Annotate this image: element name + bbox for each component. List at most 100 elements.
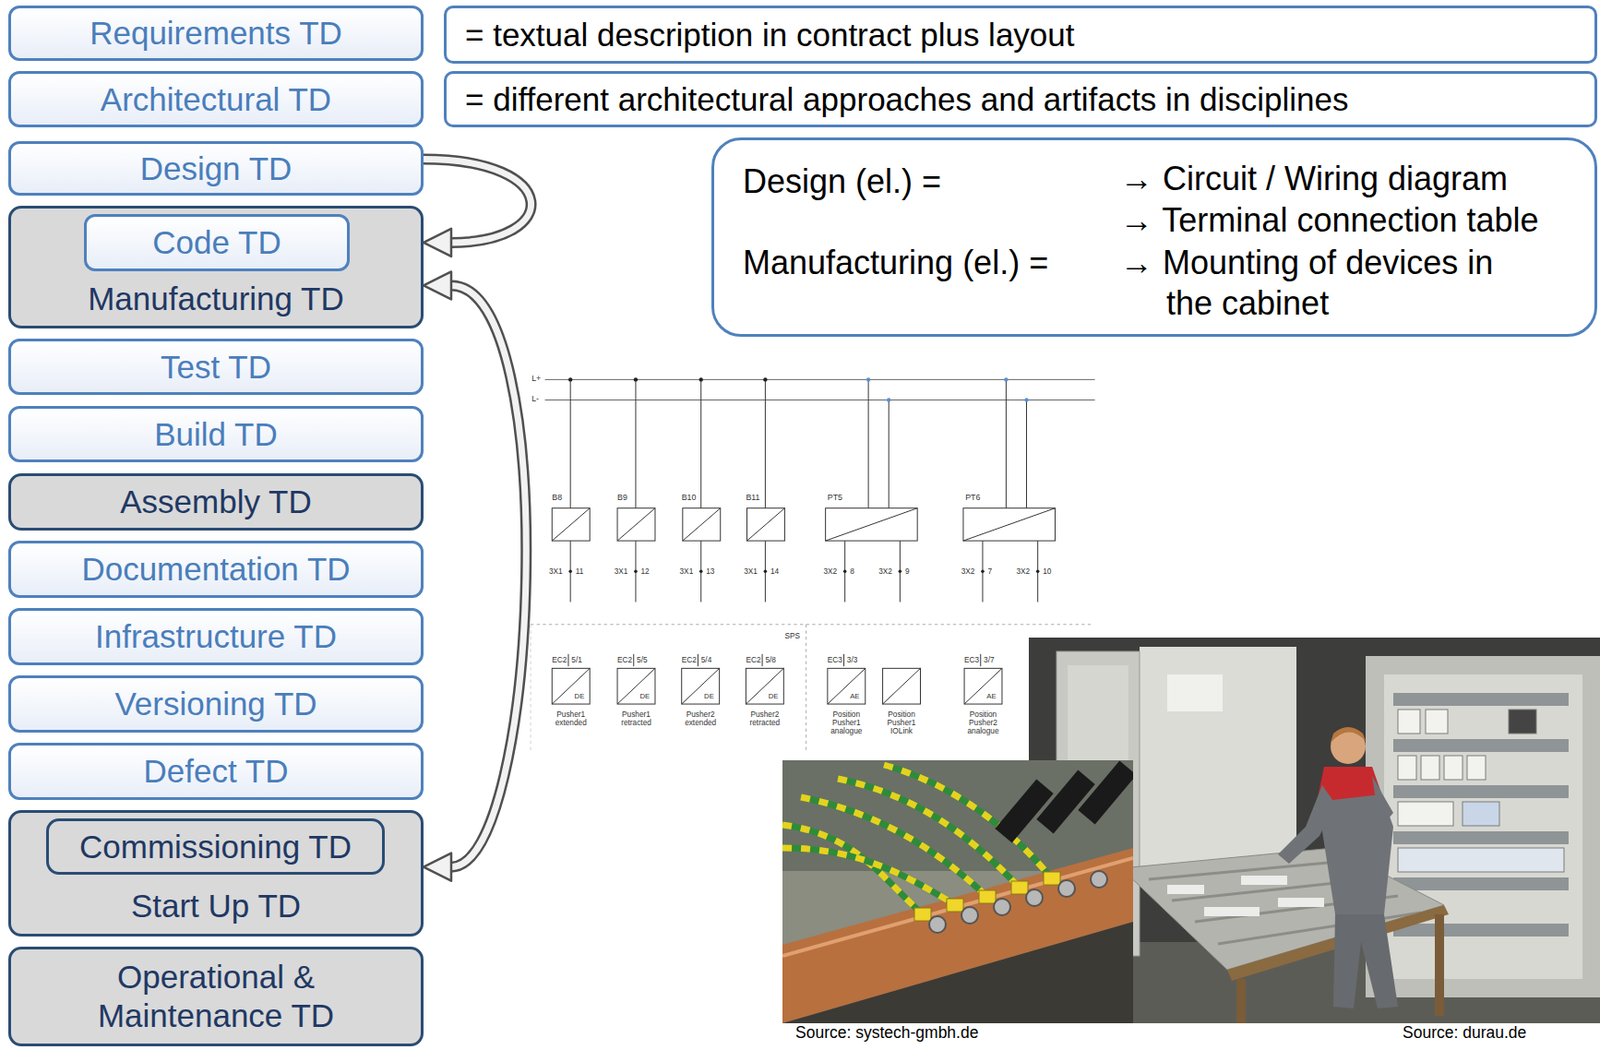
description-band: = different architectural approaches and… <box>443 71 1598 128</box>
signal-label: Pusher2 extended <box>676 710 725 728</box>
signal-label: EC3 <box>827 656 843 665</box>
signal-label: Position Pusher2 analogue <box>959 710 1008 736</box>
box-label: Operational & Maintenance TD <box>68 957 364 1036</box>
signal-label: 13 <box>705 567 715 576</box>
signal-label: SPS <box>784 632 800 641</box>
box-label: Versioning TD <box>114 684 317 723</box>
signal-label: B9 <box>617 493 628 503</box>
arrow-outline <box>451 285 526 867</box>
td-box: Documentation TD <box>8 540 424 598</box>
signal-label: B10 <box>681 493 697 503</box>
td-box: Versioning TD <box>8 675 424 733</box>
signal-label: EC2 <box>617 656 633 665</box>
signal-label: PT6 <box>965 493 980 503</box>
signal-label: Pusher2 retracted <box>740 710 789 728</box>
flow-arrow <box>423 271 526 881</box>
signal-label: 5/4 <box>701 656 713 665</box>
signal-label: Position Pusher1 IOLink <box>877 710 926 736</box>
box-label: Commissioning TD <box>79 827 352 866</box>
box-label: → Mounting of devices in the cabinet <box>1120 242 1536 324</box>
signal-label: PT5 <box>827 493 843 503</box>
plc-io-symbols <box>551 654 1003 705</box>
box-label: Manufacturing TD <box>11 278 421 320</box>
signal-label: DE <box>768 692 779 702</box>
bus-line <box>545 399 1096 401</box>
signal-label: 8 <box>849 567 855 576</box>
arrow-body <box>423 158 532 242</box>
td-box: Assembly TD <box>8 473 424 531</box>
signal-label: B11 <box>745 493 760 503</box>
box-label: Infrastructure TD <box>95 617 337 656</box>
td-box: Requirements TD <box>8 5 424 61</box>
busbar-photo <box>782 760 1137 1024</box>
signal-label: L- <box>531 394 539 405</box>
signal-label: 3/7 <box>983 656 995 665</box>
sensor-symbols <box>551 379 1055 602</box>
box-label: Test TD <box>160 347 272 386</box>
signal-label: 3X1 <box>743 567 758 576</box>
box-label: Requirements TD <box>89 13 343 52</box>
signal-label: 3X2 <box>878 567 893 576</box>
signal-label: 5/8 <box>764 656 777 665</box>
signal-label: 3X2 <box>1015 567 1030 576</box>
box-label: Documentation TD <box>81 549 350 588</box>
signal-label: 3X1 <box>614 567 629 576</box>
arrow-head <box>423 228 452 257</box>
signal-label: B8 <box>551 493 562 503</box>
td-box: Defect TD <box>8 742 424 800</box>
box-label: Architectural TD <box>100 80 332 119</box>
box-label: Defect TD <box>143 752 289 790</box>
definition-box: Design (el.) = → Circuit / Wiring diagram… <box>711 137 1598 337</box>
td-box: Design TD <box>8 141 424 196</box>
arrow-outline <box>423 158 532 242</box>
signal-label: EC2 <box>681 656 697 665</box>
signal-label: AE <box>849 692 860 702</box>
signal-label: DE <box>639 692 650 702</box>
td-box: Code TD <box>83 214 350 272</box>
signal-label: EC2 <box>551 656 567 665</box>
bus-line <box>545 379 1096 381</box>
box-label: Build TD <box>154 415 278 454</box>
td-box: Test TD <box>8 338 424 395</box>
td-box: Infrastructure TD <box>8 608 424 666</box>
box-label: = different architectural approaches and… <box>465 80 1350 119</box>
box-label: Code TD <box>152 223 281 262</box>
signal-label: 14 <box>770 567 779 576</box>
signal-label: DE <box>574 692 586 702</box>
signal-label: EC2 <box>745 656 761 665</box>
box-label: Design (el.) = <box>742 161 942 203</box>
signal-label: 5/1 <box>571 656 583 665</box>
flow-arrow <box>423 158 532 256</box>
wiring-diagram <box>530 377 1096 753</box>
box-label: Start Up TD <box>11 885 421 927</box>
td-box: Architectural TD <box>8 71 424 128</box>
box-label: = textual description in contract plus l… <box>465 15 1075 54</box>
signal-label: Pusher1 retracted <box>612 710 661 728</box>
signal-label: 3X1 <box>680 567 694 576</box>
signal-label: 11 <box>575 567 585 576</box>
description-band: = textual description in contract plus l… <box>443 5 1598 64</box>
signal-label: AE <box>986 692 996 702</box>
td-group-box: Manufacturing TD Code TD <box>8 205 424 329</box>
signal-label: L+ <box>531 374 541 384</box>
signal-label: 9 <box>905 567 910 576</box>
arrow-body <box>451 285 526 867</box>
signal-label: 3X2 <box>823 567 837 576</box>
signal-label: 12 <box>640 567 649 576</box>
signal-label: Pusher1 extended <box>547 710 596 728</box>
signal-label: DE <box>704 692 715 702</box>
signal-label: 5/5 <box>636 656 648 665</box>
signal-label: Position Pusher1 analogue <box>822 710 871 736</box>
signal-label: EC3 <box>964 656 980 665</box>
box-label: Assembly TD <box>119 482 311 521</box>
arrow-head <box>423 853 452 882</box>
box-label: → Circuit / Wiring diagram <box>1120 158 1508 200</box>
td-box: Build TD <box>8 405 424 463</box>
td-box: Operational & Maintenance TD <box>8 946 424 1047</box>
signal-label: 10 <box>1042 567 1051 576</box>
signal-label: 3X2 <box>961 567 976 576</box>
td-box: Commissioning TD <box>46 818 385 875</box>
source-credit: Source: systech-gmbh.de <box>795 1024 979 1042</box>
plc-frame <box>530 624 1092 753</box>
